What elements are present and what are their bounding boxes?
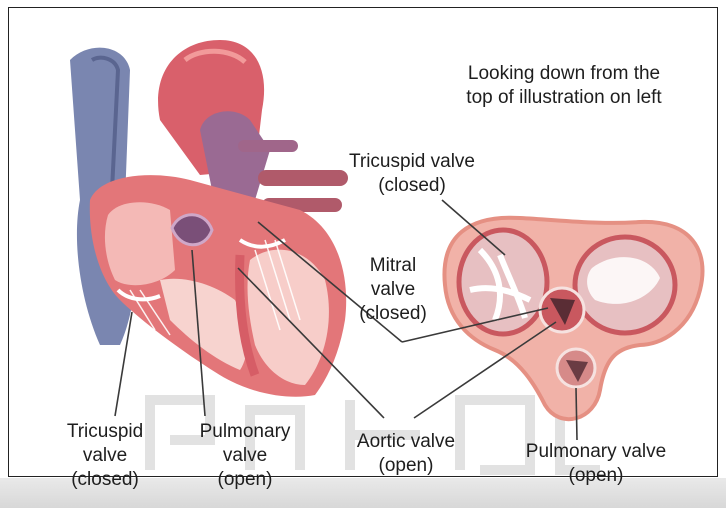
label-line: (open): [336, 454, 476, 478]
label-pulmonary-valve-right: Pulmonary valve (open): [500, 440, 692, 488]
label-line: valve: [180, 444, 310, 468]
valve-top-view: [444, 218, 702, 419]
label-aortic-valve: Aortic valve (open): [336, 430, 476, 478]
label-line: (closed): [338, 302, 448, 326]
label-line: (closed): [46, 468, 164, 492]
label-line: Pulmonary: [180, 420, 310, 444]
label-line: (open): [180, 468, 310, 492]
top-view-caption: Looking down from the top of illustratio…: [424, 62, 704, 110]
label-line: Mitral: [338, 254, 448, 278]
top-view-caption-line1: Looking down from the: [424, 62, 704, 86]
label-line: Aortic valve: [336, 430, 476, 454]
label-line: (closed): [312, 174, 512, 198]
label-line: valve: [338, 278, 448, 302]
label-tricuspid-valve-bottom: Tricuspid valve (closed): [46, 420, 164, 492]
right-atrium-interior: [105, 202, 175, 285]
heart-cross-section: [70, 40, 348, 397]
label-line: Pulmonary valve: [500, 440, 692, 464]
label-mitral-valve: Mitral valve (closed): [338, 254, 448, 326]
label-line: Tricuspid valve: [312, 150, 512, 174]
label-tricuspid-valve-top: Tricuspid valve (closed): [312, 150, 512, 198]
label-pulmonary-valve-left: Pulmonary valve (open): [180, 420, 310, 492]
label-line: (open): [500, 464, 692, 488]
label-line: Tricuspid: [46, 420, 164, 444]
label-line: valve: [46, 444, 164, 468]
top-view-caption-line2: top of illustration on left: [424, 86, 704, 110]
